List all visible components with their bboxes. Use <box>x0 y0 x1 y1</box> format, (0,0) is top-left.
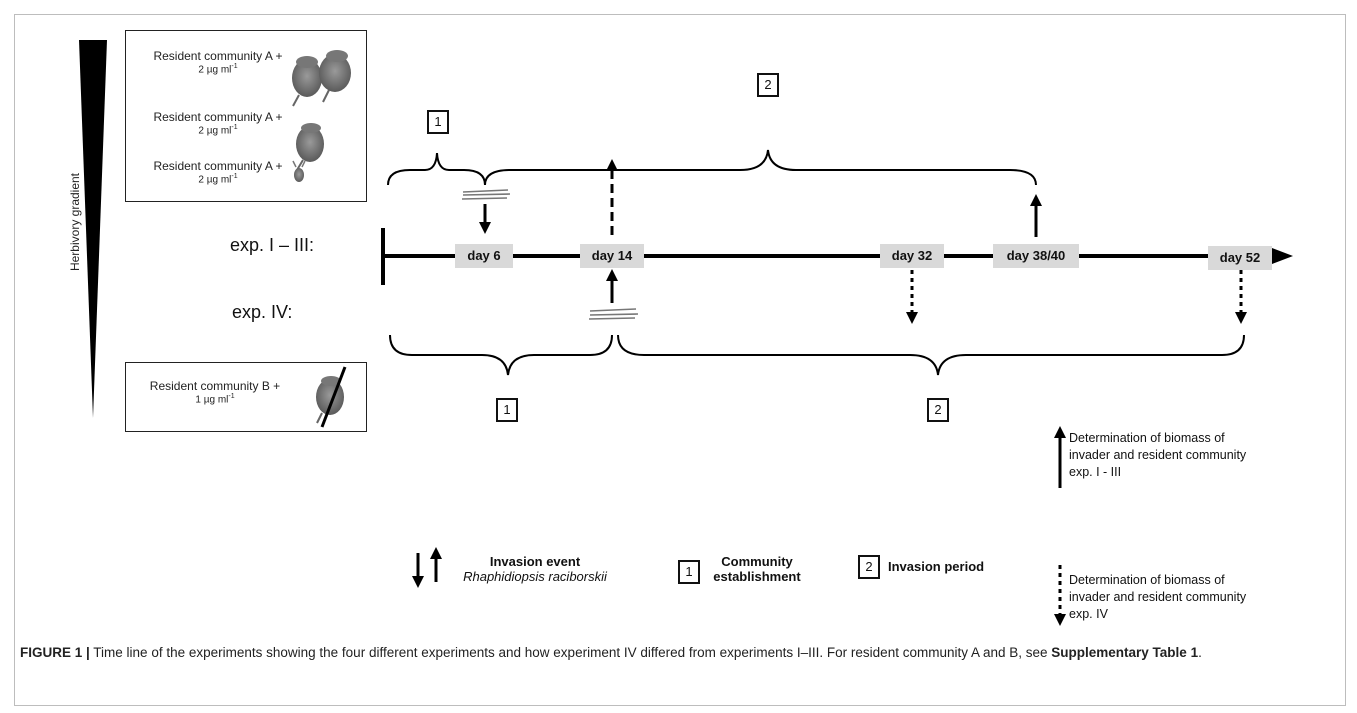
legend-text-line: exp. IV <box>1069 607 1108 621</box>
legend-invasion-event: Invasion event Rhaphidiopsis raciborskii <box>440 554 630 584</box>
timeline-diagram <box>381 149 1293 626</box>
day-label-52: day 52 <box>1208 246 1272 270</box>
concentration: 2 µg ml <box>198 174 232 186</box>
legend-box-2: 2 <box>858 555 880 579</box>
legend-establishment-line2: establishment <box>713 569 801 584</box>
legend-dotted-arrow-text: Determination of biomass of invader and … <box>1069 572 1246 623</box>
concentration: 2 µg ml <box>198 125 232 137</box>
exp-label-top: exp. I – III: <box>230 235 315 255</box>
legend-solid-arrow-text: Determination of biomass of invader and … <box>1069 430 1246 481</box>
brace-bottom-2 <box>617 334 1245 376</box>
community-b-row: Resident community B + 1 µg ml-1 <box>140 379 290 406</box>
invader-filaments-icon <box>588 308 639 320</box>
excluded-rotifer-illustration <box>316 366 347 428</box>
caption-reference: Supplementary Table 1 <box>1051 645 1199 660</box>
figure-label: FIGURE 1 | <box>20 645 90 660</box>
concentration: 1 µg ml <box>195 394 229 406</box>
day-label-6: day 6 <box>455 244 513 268</box>
community-a-label: Resident community A + <box>153 49 283 63</box>
invader-filaments-icon <box>461 189 511 200</box>
timeline-end-arrow <box>1272 248 1293 264</box>
phase-box-invasion-top: 2 <box>757 73 779 97</box>
rotifer-icon <box>292 56 322 107</box>
caption-end: . <box>1198 645 1202 660</box>
rotifer-icon <box>296 123 324 171</box>
phase-box-invasion-bottom: 2 <box>927 398 949 422</box>
zooplankton-illustrations-a <box>292 50 351 182</box>
brace-top-2 <box>484 149 1037 186</box>
caption-text: Time line of the experiments showing the… <box>89 645 1052 660</box>
day-label-38-40: day 38/40 <box>993 244 1079 268</box>
legend-text-line: invader and resident community <box>1069 590 1247 604</box>
legend-text-line: invader and resident community <box>1069 448 1247 462</box>
brace-bottom-1 <box>389 334 613 376</box>
legend-invader-species: Rhaphidiopsis raciborskii <box>463 569 607 584</box>
concentration: 2 µg ml <box>198 64 232 76</box>
herbivory-gradient-wedge <box>79 40 107 418</box>
legend-invasion-period: Invasion period <box>888 559 985 574</box>
legend-box-1: 1 <box>678 560 700 584</box>
community-b-label: Resident community B + <box>149 379 281 393</box>
small-rotifer-icon <box>292 160 306 182</box>
legend-establishment-line1: Community <box>721 554 793 569</box>
legend-establishment: Community establishment <box>702 554 812 584</box>
community-a-label: Resident community A + <box>153 110 283 124</box>
day-label-32: day 32 <box>880 244 944 268</box>
legend-invasion-label: Invasion event <box>489 554 581 569</box>
exp-label-bottom: exp. IV: <box>232 302 293 322</box>
community-a-row-3: Resident community A + 2 µg ml-1 <box>143 159 293 186</box>
phase-box-establishment-bottom: 1 <box>496 398 518 422</box>
figure-caption: FIGURE 1 | Time line of the experiments … <box>20 643 1340 663</box>
community-a-label: Resident community A + <box>153 159 283 173</box>
rotifer-icon <box>319 50 351 103</box>
phase-box-establishment-top: 1 <box>427 110 449 134</box>
legend-text-line: Determination of biomass of <box>1069 573 1225 587</box>
legend-text-line: Determination of biomass of <box>1069 431 1225 445</box>
community-a-row-2: Resident community A + 2 µg ml-1 <box>143 110 293 137</box>
legend-text-line: exp. I - III <box>1069 465 1122 479</box>
community-a-row-1: Resident community A + 2 µg ml-1 <box>143 49 293 76</box>
exclusion-slash <box>320 366 347 428</box>
brace-top-1 <box>387 152 486 186</box>
day-label-14: day 14 <box>580 244 644 268</box>
